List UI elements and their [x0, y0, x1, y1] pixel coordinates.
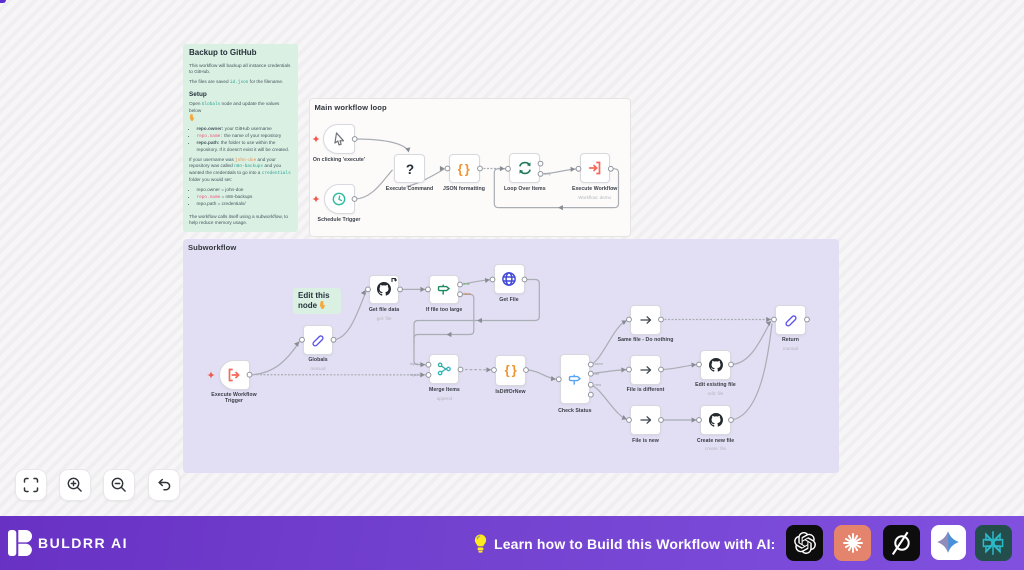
svg-text:{ }: { } [504, 363, 517, 378]
svg-text:{ }: { } [458, 161, 471, 176]
svg-text:?: ? [405, 162, 413, 177]
